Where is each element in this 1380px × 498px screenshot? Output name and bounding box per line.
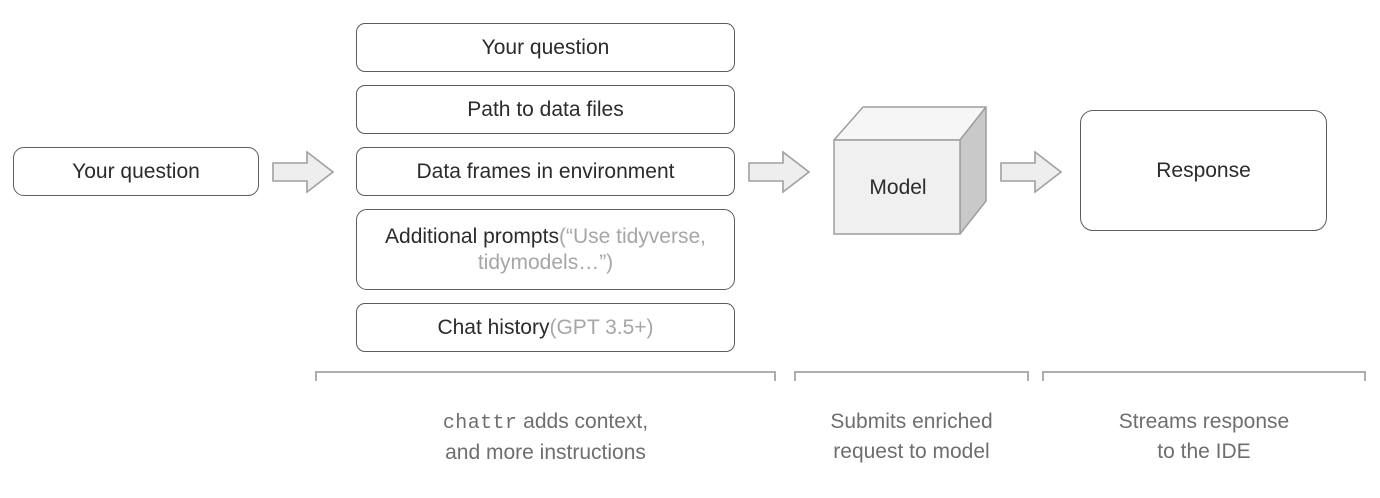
caption-context-line1: adds context,: [517, 410, 649, 433]
context-item-label: Path to data files: [467, 97, 624, 121]
context-item-wrap: Chat history(GPT 3.5+): [437, 315, 653, 341]
context-item-label: Additional prompts: [385, 224, 559, 248]
output-response-label: Response: [1156, 158, 1251, 182]
caption-submit-line1: Submits enriched: [830, 410, 993, 433]
caption-stream-line1: Streams response: [1118, 410, 1290, 433]
output-response-box: Response: [1080, 110, 1327, 231]
input-question-box: Your question: [13, 147, 259, 196]
context-item-label: Your question: [481, 35, 610, 59]
caption-stream-line2: to the IDE: [1157, 439, 1251, 463]
arrow-right-icon: [748, 150, 811, 194]
caption-package-name: chattr: [442, 412, 518, 435]
context-item-data-frames-in-environment: Data frames in environment: [356, 147, 735, 196]
context-item-path-to-data-files: Path to data files: [356, 85, 735, 134]
caption-submit-line2: request to model: [833, 439, 990, 463]
bracket-stream: [1042, 371, 1366, 381]
caption-context-line2: and more instructions: [445, 441, 646, 465]
arrow-right-icon: [1000, 150, 1063, 194]
context-item-wrap: Additional prompts(“Use tidyverse, tidym…: [367, 224, 724, 275]
context-item-chat-history: Chat history(GPT 3.5+): [356, 303, 735, 352]
caption-submit: Submits enriched request to model: [794, 407, 1029, 467]
context-item-additional-prompts: Additional prompts(“Use tidyverse, tidym…: [356, 209, 735, 290]
context-item-label: Chat history: [437, 315, 550, 339]
context-item-note: (“Use tidyverse, tidymodels…”): [477, 224, 706, 274]
input-question-label: Your question: [72, 159, 200, 183]
context-item-note: (GPT 3.5+): [549, 315, 654, 339]
model-cube: Model: [830, 103, 990, 238]
bracket-submit: [794, 371, 1029, 381]
arrow-right-icon: [272, 150, 335, 194]
context-item-label: Data frames in environment: [416, 159, 675, 183]
context-item-your-question: Your question: [356, 23, 735, 72]
caption-stream: Streams response to the IDE: [1042, 407, 1366, 467]
caption-context: chattr adds context, and more instructio…: [315, 407, 776, 468]
bracket-context: [315, 371, 776, 381]
